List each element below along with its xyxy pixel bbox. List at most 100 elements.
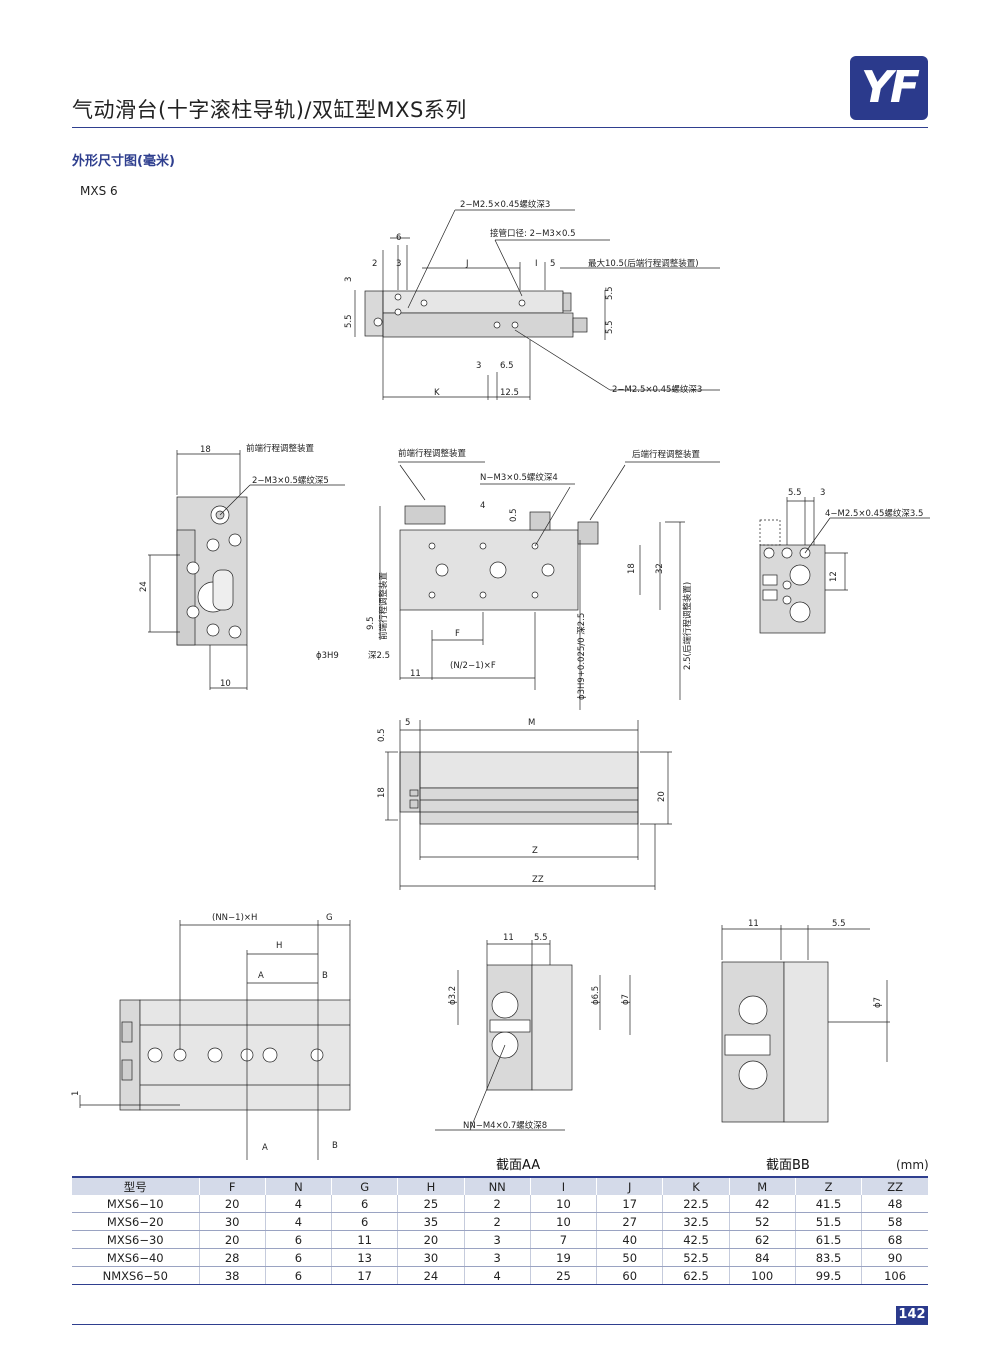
table-cell: 38 <box>198 1266 266 1285</box>
section-aa-drawing <box>435 940 631 1131</box>
svg-text:3: 3 <box>476 361 481 371</box>
table-header-cell: M <box>728 1176 796 1195</box>
dimension-labels: 2−M2.5×0.45螺纹深3 接管口径: 2−M3×0.5 最大10.5(后端… <box>71 199 923 1153</box>
svg-text:A: A <box>262 1143 268 1153</box>
table-cell: 19 <box>529 1248 597 1267</box>
table-cell: 35 <box>397 1212 465 1231</box>
table-cell: 20 <box>198 1230 266 1249</box>
svg-text:3: 3 <box>820 488 825 498</box>
section-aa-caption: 截面AA <box>496 1158 541 1173</box>
unit-label: (mm) <box>896 1158 929 1172</box>
svg-text:接管口径: 2−M3×0.5: 接管口径: 2−M3×0.5 <box>490 228 575 239</box>
table-cell: 6 <box>264 1230 332 1249</box>
technical-drawing: 2−M2.5×0.45螺纹深3 接管口径: 2−M3×0.5 最大10.5(后端… <box>71 199 930 1160</box>
table-cell: 2 <box>463 1212 531 1231</box>
table-cell: 50 <box>596 1248 663 1267</box>
svg-text:5.5: 5.5 <box>605 286 615 300</box>
svg-text:6: 6 <box>396 233 401 243</box>
svg-text:前端行程调整装置: 前端行程调整装置 <box>378 571 389 640</box>
svg-text:A: A <box>258 971 264 981</box>
table-header-cell: G <box>331 1176 398 1195</box>
svg-text:11: 11 <box>410 669 421 679</box>
page-title: 气动滑台(十字滚柱导轨)/双缸型MXS系列 <box>72 98 467 122</box>
svg-text:3: 3 <box>344 277 354 282</box>
svg-text:2−M2.5×0.45螺纹深3: 2−M2.5×0.45螺纹深3 <box>460 199 550 210</box>
right-view <box>759 497 930 634</box>
table-header-cell: K <box>662 1176 730 1195</box>
svg-text:5.5: 5.5 <box>832 919 846 929</box>
svg-text:10: 10 <box>220 679 231 689</box>
model-cell: NMXS6−50 <box>72 1266 199 1285</box>
table-cell: 25 <box>529 1266 597 1285</box>
svg-text:ϕ7: ϕ7 <box>621 994 631 1005</box>
table-header-row: 型号 F N G H NN I J K M Z ZZ <box>72 1176 928 1195</box>
table-cell: 28 <box>198 1248 266 1267</box>
svg-text:2−M2.5×0.45螺纹深3: 2−M2.5×0.45螺纹深3 <box>612 384 702 395</box>
model-cell: MXS6−20 <box>72 1212 199 1231</box>
table-cell: 10 <box>529 1212 597 1231</box>
table-cell: 62 <box>728 1230 796 1249</box>
svg-text:5.5: 5.5 <box>534 933 548 943</box>
table-cell: 20 <box>198 1195 266 1213</box>
svg-text:N−M3×0.5螺纹深4: N−M3×0.5螺纹深4 <box>480 472 558 483</box>
table-cell: 3 <box>463 1248 531 1267</box>
svg-text:18: 18 <box>377 787 387 798</box>
svg-text:H: H <box>276 941 282 951</box>
svg-text:ZZ: ZZ <box>532 875 544 885</box>
svg-text:2.5(后端行程调整装置): 2.5(后端行程调整装置) <box>682 582 693 670</box>
svg-text:32: 32 <box>655 563 665 574</box>
table-cell: 99.5 <box>794 1266 862 1285</box>
model-cell: MXS6−30 <box>72 1230 199 1249</box>
table-cell: 27 <box>596 1212 663 1231</box>
svg-text:20: 20 <box>657 791 667 802</box>
svg-text:Z: Z <box>532 846 538 856</box>
table-cell: 30 <box>198 1212 266 1231</box>
svg-text:4: 4 <box>480 501 485 511</box>
svg-text:5: 5 <box>550 259 555 269</box>
svg-text:18: 18 <box>200 445 211 455</box>
svg-text:24: 24 <box>139 581 149 592</box>
svg-text:ϕ3.2: ϕ3.2 <box>448 986 458 1005</box>
side-view <box>385 720 672 890</box>
table-cell: 4 <box>264 1195 332 1213</box>
svg-text:ϕ3H9: ϕ3H9 <box>316 651 339 661</box>
svg-text:ϕ3H9+0.025/0 深2.5: ϕ3H9+0.025/0 深2.5 <box>577 613 587 700</box>
svg-text:F: F <box>455 629 460 639</box>
table-cell: 10 <box>529 1195 597 1213</box>
table-header-cell: ZZ <box>861 1176 928 1195</box>
table-cell: 100 <box>728 1266 796 1285</box>
svg-text:12.5: 12.5 <box>500 388 519 398</box>
table-cell: 40 <box>596 1230 663 1249</box>
table-header-cell: H <box>397 1176 465 1195</box>
svg-text:18: 18 <box>627 563 637 574</box>
table-cell: 51.5 <box>794 1212 862 1231</box>
svg-text:3: 3 <box>396 259 401 269</box>
table-cell: 17 <box>596 1195 663 1213</box>
yf-logo: YF <box>850 56 928 120</box>
model-label: MXS 6 <box>80 184 118 198</box>
svg-text:5.5: 5.5 <box>344 314 354 328</box>
svg-text:11: 11 <box>503 933 514 943</box>
table-cell: 90 <box>861 1248 928 1267</box>
left-view <box>148 450 345 690</box>
svg-text:2: 2 <box>372 259 377 269</box>
table-cell: 20 <box>397 1230 465 1249</box>
middle-view <box>379 461 720 710</box>
table-cell: 60 <box>596 1266 663 1285</box>
table-header-cell: I <box>529 1176 597 1195</box>
table-cell: 41.5 <box>794 1195 862 1213</box>
table-cell: 58 <box>861 1212 928 1231</box>
table-cell: 4 <box>463 1266 531 1285</box>
table-cell: 61.5 <box>794 1230 862 1249</box>
svg-text:11: 11 <box>748 919 759 929</box>
table-cell: 62.5 <box>662 1266 730 1285</box>
title-divider <box>72 127 928 128</box>
table-cell: 30 <box>397 1248 465 1267</box>
table-cell: 25 <box>397 1195 465 1213</box>
top-view <box>354 209 720 400</box>
table-cell: 17 <box>331 1266 398 1285</box>
